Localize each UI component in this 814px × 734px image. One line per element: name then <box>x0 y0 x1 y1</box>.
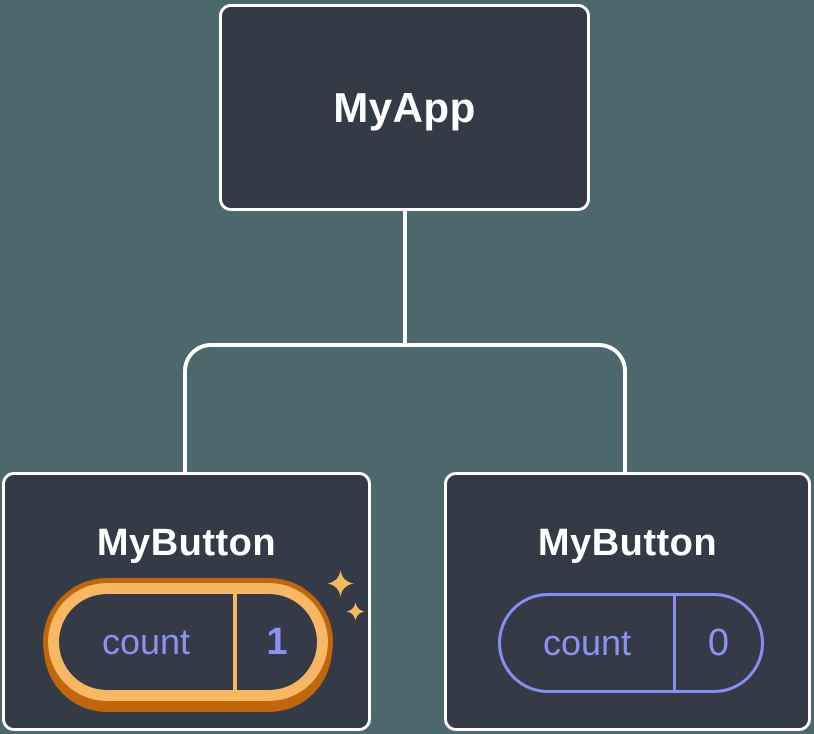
node-mybutton-1: MyButton count 1 <box>2 472 371 731</box>
sparkle-icon <box>346 602 365 621</box>
node-mybutton-2-label: MyButton <box>537 522 718 564</box>
sparkle-icon <box>327 570 354 597</box>
connector-branch <box>183 343 627 472</box>
state-value: 1 <box>233 594 317 690</box>
state-pill: count 0 <box>498 593 764 693</box>
state-pill-highlighted: count 1 <box>48 583 328 701</box>
node-myapp: MyApp <box>219 4 590 211</box>
state-value: 0 <box>673 596 761 690</box>
node-mybutton-2: MyButton count 0 <box>444 472 811 731</box>
state-key: count <box>101 621 191 662</box>
state-key: count <box>542 622 632 663</box>
node-mybutton-1-label: MyButton <box>96 522 277 564</box>
node-myapp-label: MyApp <box>333 83 476 131</box>
connector-root-stem <box>403 211 407 347</box>
